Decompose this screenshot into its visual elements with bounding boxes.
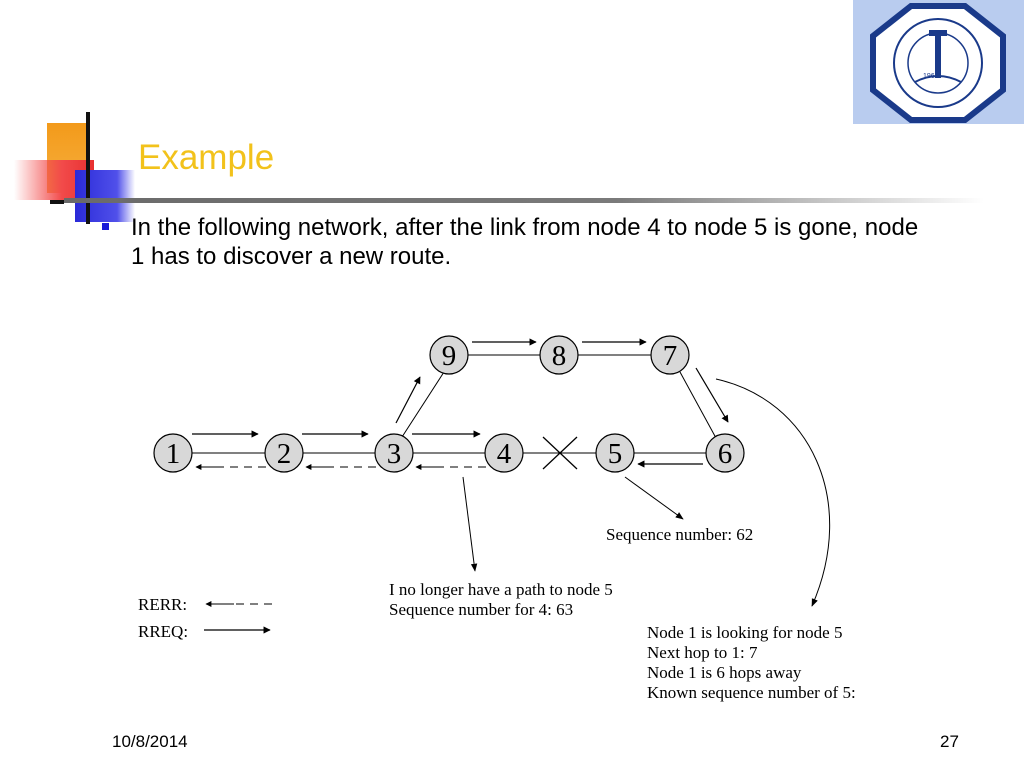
node4-note-line-2: Sequence number for 4: 63 <box>389 600 573 619</box>
node-2: 2 <box>264 433 304 473</box>
node6-note-line-2: Next hop to 1: 7 <box>647 643 758 662</box>
legend-rreq-label: RREQ: <box>138 622 188 641</box>
svg-text:6: 6 <box>718 438 733 470</box>
university-logo: 1963 <box>853 0 1024 124</box>
sequence-number-label: Sequence number: 62 <box>606 525 753 544</box>
node-5: 5 <box>595 433 635 473</box>
node6-note-line-3: Node 1 is 6 hops away <box>647 663 802 682</box>
svg-text:2: 2 <box>277 438 292 470</box>
slide-title: Example <box>138 138 275 177</box>
nodes: 1 2 3 4 5 6 7 8 9 <box>153 335 745 473</box>
svg-text:9: 9 <box>442 340 457 372</box>
broken-link-x <box>542 436 578 470</box>
svg-text:5: 5 <box>608 438 623 470</box>
rreq-arrows <box>192 338 729 468</box>
link-7-6 <box>679 371 717 439</box>
node6-note-line-4: Known sequence number of 5: <box>647 683 856 702</box>
bullet-text: In the following network, after the link… <box>131 214 919 270</box>
page-number: 27 <box>940 732 959 751</box>
node4-note-line-1: I no longer have a path to node 5 <box>389 580 613 599</box>
footer-date: 10/8/2014 <box>112 732 188 751</box>
pointer-seq-62 <box>624 476 684 520</box>
node-9: 9 <box>429 335 469 375</box>
svg-text:1: 1 <box>166 438 181 470</box>
svg-text:7: 7 <box>663 340 678 372</box>
node-6: 6 <box>705 433 745 473</box>
pointer-node6-note <box>715 378 831 607</box>
link-3-9 <box>401 371 445 438</box>
vertical-line-decoration <box>86 112 90 224</box>
annotation-pointers <box>462 378 831 607</box>
node-4: 4 <box>484 433 524 473</box>
node-8: 8 <box>539 335 579 375</box>
node-7: 7 <box>650 335 690 375</box>
node-1: 1 <box>153 433 193 473</box>
legend-rerr-label: RERR: <box>138 595 187 614</box>
pointer-node4-note <box>462 476 478 572</box>
bullet-icon <box>102 223 109 230</box>
svg-text:3: 3 <box>387 438 402 470</box>
logo-year: 1963 <box>923 73 939 80</box>
title-divider <box>64 198 984 203</box>
legend: RERR: RREQ: <box>138 595 276 641</box>
blue-square-decoration <box>75 170 135 222</box>
horizontal-line-decoration <box>50 200 64 204</box>
svg-text:8: 8 <box>552 340 567 372</box>
rreq-arrow-3-9 <box>395 376 421 424</box>
node6-note-line-1: Node 1 is looking for node 5 <box>647 623 842 642</box>
node-3: 3 <box>374 433 414 473</box>
svg-text:4: 4 <box>497 438 512 470</box>
rreq-arrow-7-6 <box>695 367 729 423</box>
